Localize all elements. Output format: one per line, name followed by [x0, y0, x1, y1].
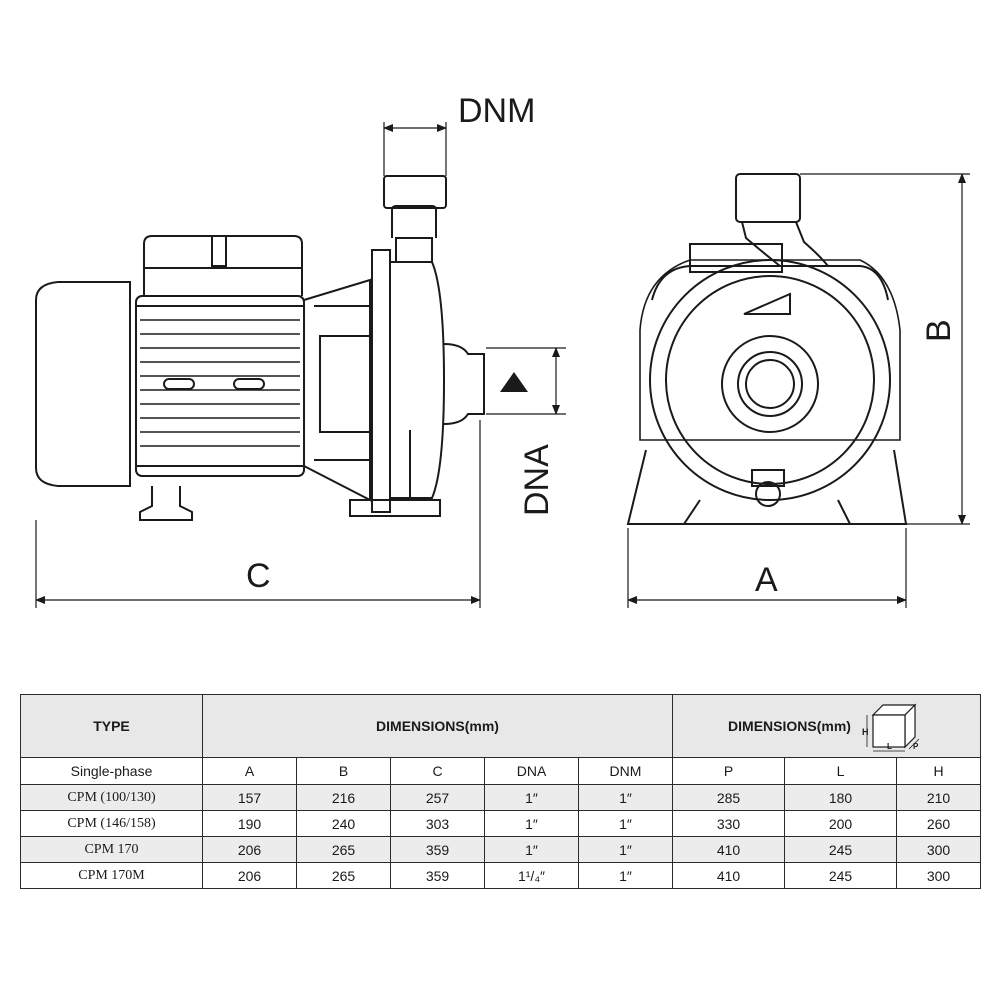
dimensions-header-right: DIMENSIONS(mm) H L P	[672, 694, 981, 758]
table-cell: 257	[390, 784, 485, 811]
subheader-cell: DNA	[484, 757, 579, 785]
b-label: B	[920, 319, 958, 342]
subheader-row: Single-phase A B C DNA DNM P L H	[20, 757, 981, 785]
table-cell: 410	[672, 862, 785, 889]
table-cell: 1¹/₄″	[484, 862, 579, 889]
dimensions-table: TYPE DIMENSIONS(mm) DIMENSIONS(mm)	[20, 694, 981, 889]
subheader-cell: Single-phase	[20, 757, 203, 785]
table-cell: 206	[202, 836, 297, 863]
model-cell: CPM 170M	[20, 862, 203, 889]
subheader-cell: L	[784, 757, 897, 785]
box-icon-h: H	[862, 727, 869, 737]
table-row: CPM 170 206 265 359 1″ 1″ 410 245 300	[20, 836, 981, 863]
table-row: CPM (146/158) 190 240 303 1″ 1″ 330 200 …	[20, 810, 981, 837]
table-cell: 1″	[578, 862, 673, 889]
dimensions-header-left: DIMENSIONS(mm)	[202, 694, 673, 758]
table-cell: 303	[390, 810, 485, 837]
dnm-label: DNM	[458, 92, 535, 130]
subheader-cell: B	[296, 757, 391, 785]
model-cell: CPM (100/130)	[20, 784, 203, 811]
package-box-icon: H L P	[862, 703, 920, 752]
table-cell: 240	[296, 810, 391, 837]
subheader-cell: A	[202, 757, 297, 785]
c-label: C	[246, 557, 271, 595]
table-cell: 206	[202, 862, 297, 889]
table-cell: 410	[672, 836, 785, 863]
dna-label: DNA	[518, 444, 556, 516]
table-cell: 200	[784, 810, 897, 837]
table-cell: 1″	[578, 810, 673, 837]
pump-front-view	[626, 173, 908, 525]
table-cell: 245	[784, 862, 897, 889]
table-cell: 300	[896, 862, 981, 889]
pump-side-view	[35, 175, 485, 521]
box-icon-l: L	[887, 742, 892, 751]
dimensions-header-right-label: DIMENSIONS(mm)	[728, 718, 851, 734]
flow-arrow-icon	[500, 372, 528, 392]
table-cell: 265	[296, 862, 391, 889]
table-cell: 1″	[578, 784, 673, 811]
table-cell: 359	[390, 862, 485, 889]
table-cell: 210	[896, 784, 981, 811]
table-row: CPM 170M 206 265 359 1¹/₄″ 1″ 410 245 30…	[20, 862, 981, 889]
table-cell: 245	[784, 836, 897, 863]
table-cell: 260	[896, 810, 981, 837]
table-cell: 180	[784, 784, 897, 811]
box-icon-p: P	[913, 742, 919, 751]
subheader-cell: H	[896, 757, 981, 785]
table-cell: 1″	[484, 810, 579, 837]
a-label: A	[755, 561, 778, 599]
table-cell: 1″	[484, 836, 579, 863]
table-row: CPM (100/130) 157 216 257 1″ 1″ 285 180 …	[20, 784, 981, 811]
table-cell: 1″	[578, 836, 673, 863]
pump-technical-drawing: DNM DNA C A B	[35, 92, 970, 608]
table-cell: 359	[390, 836, 485, 863]
subheader-cell: P	[672, 757, 785, 785]
table-cell: 300	[896, 836, 981, 863]
table-cell: 190	[202, 810, 297, 837]
subheader-cell: C	[390, 757, 485, 785]
table-cell: 216	[296, 784, 391, 811]
table-cell: 1″	[484, 784, 579, 811]
type-header: TYPE	[20, 694, 203, 758]
model-cell: CPM 170	[20, 836, 203, 863]
table-cell: 157	[202, 784, 297, 811]
table-cell: 265	[296, 836, 391, 863]
table-cell: 330	[672, 810, 785, 837]
table-cell: 285	[672, 784, 785, 811]
subheader-cell: DNM	[578, 757, 673, 785]
model-cell: CPM (146/158)	[20, 810, 203, 837]
